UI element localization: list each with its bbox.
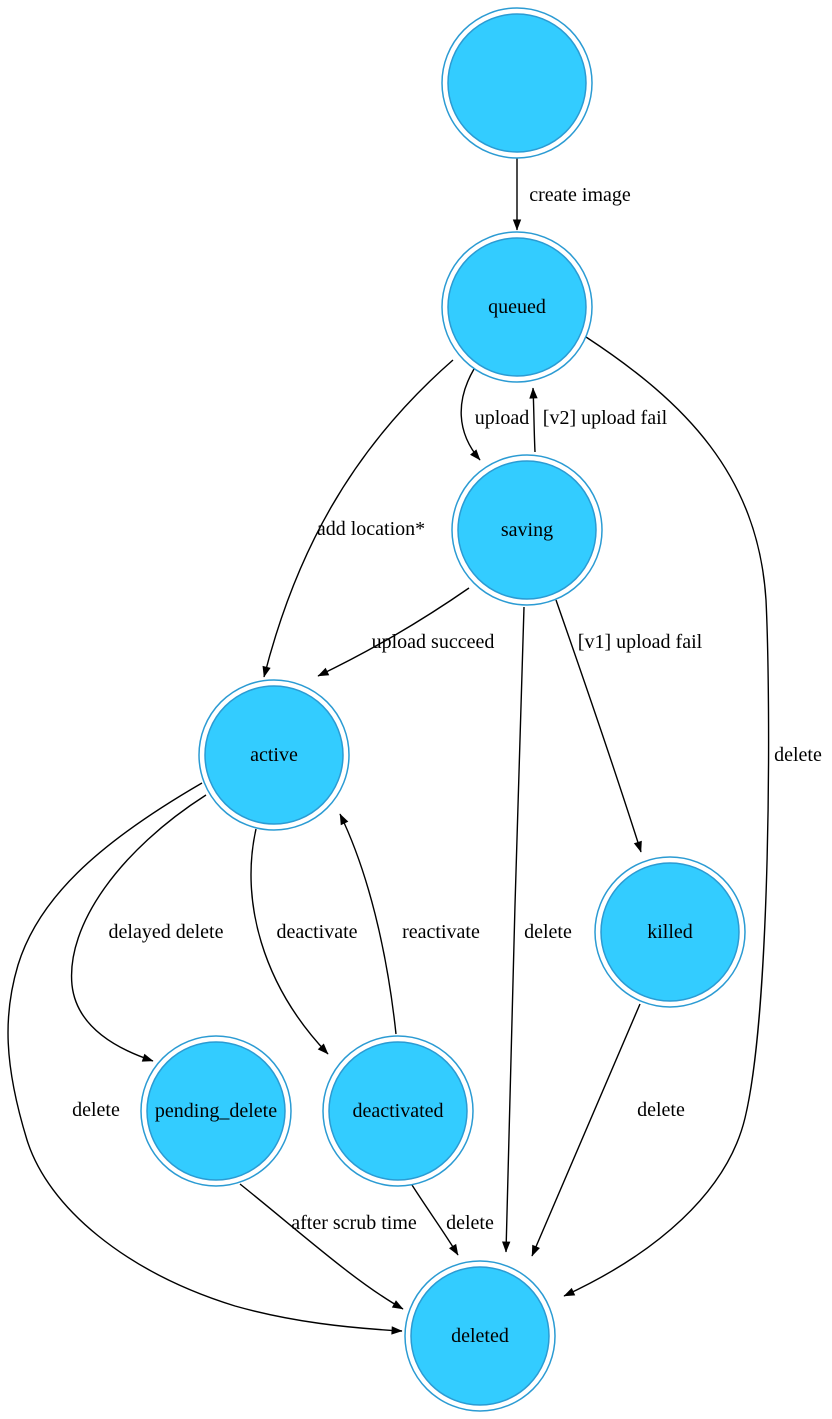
state-node-active: active bbox=[198, 679, 350, 831]
edge-saving-to-killed: [v1] upload fail bbox=[555, 599, 703, 853]
edge-line bbox=[531, 1003, 641, 1257]
node-label-active: active bbox=[250, 744, 298, 766]
state-node-deleted: deleted bbox=[404, 1260, 556, 1412]
edge-line bbox=[460, 368, 481, 461]
edge-active-to-deleted: delete bbox=[7, 782, 403, 1335]
node-inner-circle bbox=[204, 685, 344, 825]
edge-label: reactivate bbox=[402, 921, 480, 943]
edge-line bbox=[7, 782, 403, 1335]
edge-deactivated-to-active: reactivate bbox=[339, 813, 480, 1035]
edge-line bbox=[239, 1183, 404, 1310]
state-node-saving: saving bbox=[451, 454, 603, 606]
edge-line bbox=[563, 336, 770, 1297]
edge-start-to-queued: create image bbox=[512, 158, 631, 231]
edge-label: [v1] upload fail bbox=[578, 631, 703, 653]
edge-line bbox=[70, 794, 207, 1062]
node-inner-circle bbox=[328, 1041, 468, 1181]
node-inner-circle bbox=[447, 13, 587, 153]
state-node-pending_delete: pending_delete bbox=[140, 1035, 292, 1187]
edge-line bbox=[529, 387, 538, 453]
edge-active-to-pending_delete: delayed delete bbox=[70, 794, 224, 1062]
edge-line bbox=[502, 606, 525, 1253]
edge-label: delete bbox=[524, 921, 572, 943]
edge-line bbox=[262, 359, 454, 678]
node-inner-circle bbox=[410, 1266, 550, 1406]
state-node-start bbox=[441, 7, 593, 159]
edge-label: add location* bbox=[317, 518, 425, 540]
node-inner-circle bbox=[146, 1041, 286, 1181]
edge-label: delete bbox=[72, 1099, 120, 1121]
edge-queued-to-active: add location* bbox=[262, 359, 454, 678]
node-label-queued: queued bbox=[488, 296, 546, 318]
edge-saving-to-deleted: delete bbox=[502, 606, 572, 1253]
edge-label: delete bbox=[446, 1212, 494, 1234]
node-inner-circle bbox=[457, 460, 597, 600]
edge-label: deactivate bbox=[276, 921, 357, 943]
edge-label: upload bbox=[475, 407, 529, 429]
node-label-deactivated: deactivated bbox=[352, 1100, 443, 1122]
edge-label: delayed delete bbox=[109, 921, 224, 943]
edge-label: upload succeed bbox=[372, 631, 495, 653]
node-label-saving: saving bbox=[501, 519, 553, 541]
edge-queued-to-deleted: delete bbox=[563, 336, 822, 1297]
edge-line bbox=[317, 587, 470, 677]
state-node-killed: killed bbox=[594, 856, 746, 1008]
edge-line bbox=[339, 813, 397, 1035]
edge-active-to-deactivated: deactivate bbox=[250, 828, 358, 1055]
edge-line bbox=[555, 599, 642, 853]
state-node-deactivated: deactivated bbox=[322, 1035, 474, 1187]
edge-label: delete bbox=[637, 1099, 685, 1121]
node-label-deleted: deleted bbox=[451, 1325, 509, 1347]
edge-label: [v2] upload fail bbox=[543, 407, 668, 429]
edge-label: after scrub time bbox=[291, 1212, 417, 1234]
node-label-pending_delete: pending_delete bbox=[155, 1100, 277, 1122]
edge-label: delete bbox=[774, 744, 822, 766]
edge-killed-to-deleted: delete bbox=[531, 1003, 685, 1257]
edge-line bbox=[411, 1184, 459, 1256]
node-label-killed: killed bbox=[647, 921, 693, 943]
edge-deactivated-to-deleted: delete bbox=[411, 1184, 494, 1256]
edge-saving-to-active: upload succeed bbox=[317, 587, 495, 677]
state-node-queued: queued bbox=[441, 231, 593, 383]
edge-saving-to-queued: [v2] upload fail bbox=[529, 387, 668, 453]
edge-queued-to-saving: upload bbox=[460, 368, 529, 461]
edge-label: create image bbox=[529, 184, 631, 206]
node-inner-circle bbox=[600, 862, 740, 1002]
node-inner-circle bbox=[447, 237, 587, 377]
edge-line bbox=[250, 828, 329, 1055]
edge-pending_delete-to-deleted: after scrub time bbox=[239, 1183, 417, 1310]
